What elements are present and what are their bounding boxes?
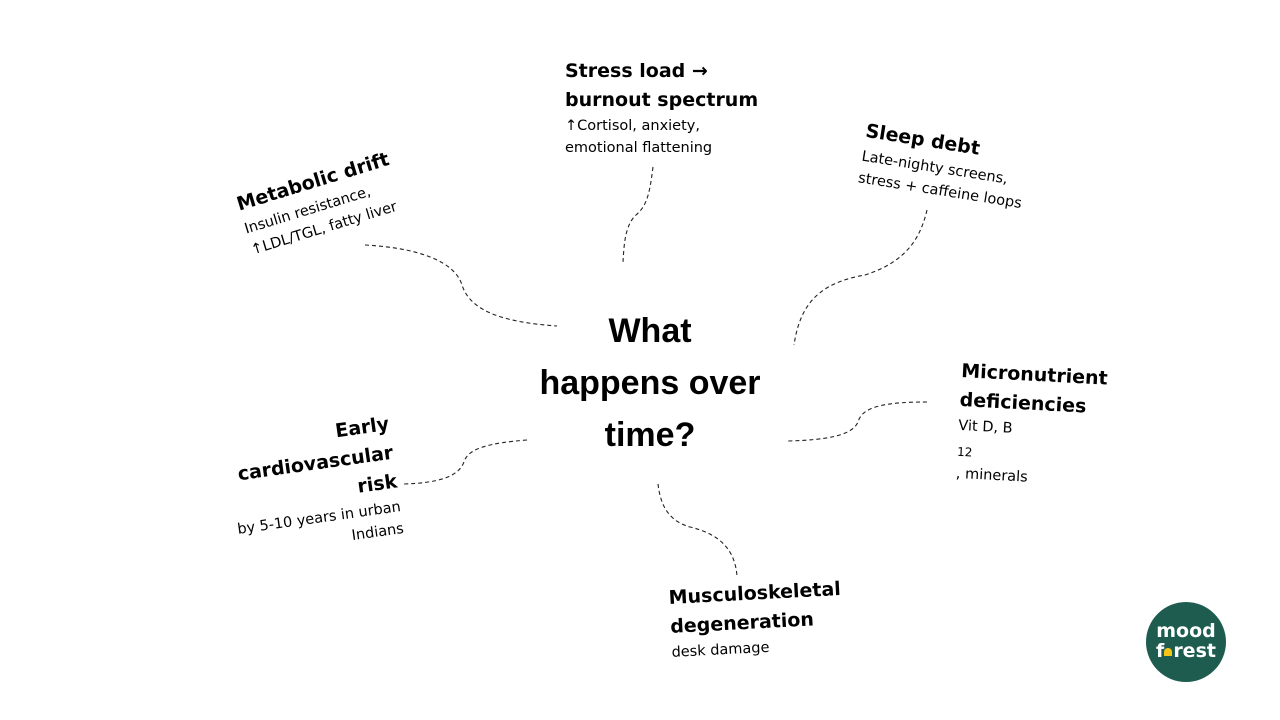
central-question-line: happens over: [539, 364, 761, 402]
logo-letter: f: [1156, 640, 1165, 662]
central-question-line: What: [608, 312, 692, 350]
connector-cardio: [403, 439, 528, 485]
connector-sleep: [793, 209, 928, 346]
connector-micronutrient: [787, 401, 928, 442]
title-line: burnout spectrum: [565, 89, 759, 111]
connector-metabolic: [364, 244, 558, 327]
node-title: Stress load → burnout spectrum: [565, 57, 758, 115]
title-line: Stress load →: [565, 60, 708, 82]
logo-word-mood: mood: [1156, 620, 1216, 642]
desc-line: emotional flattening: [565, 140, 713, 156]
desc-subscript: 12: [956, 444, 973, 460]
node-stress-load: Stress load → burnout spectrum ↑Cortisol…: [565, 57, 758, 159]
connector-musculo: [657, 483, 738, 577]
logo-letters: rest: [1173, 640, 1216, 662]
node-early-cardiovascular-risk: Early cardiovascular risk by 5-10 years …: [194, 410, 405, 567]
node-musculoskeletal-degeneration: Musculoskeletal degeneration desk damage: [668, 575, 844, 664]
connector-stress: [622, 166, 654, 263]
desc-line: ↑Cortisol, anxiety,: [565, 118, 700, 134]
node-description: ↑Cortisol, anxiety, emotional flattening: [565, 115, 758, 159]
node-title: Musculoskeletal degeneration: [668, 575, 843, 642]
leaf-icon: [1164, 647, 1173, 656]
central-question: What happens over time?: [515, 305, 785, 461]
node-title: Micronutrient deficiencies: [959, 357, 1108, 423]
central-question-line: time?: [604, 416, 696, 454]
